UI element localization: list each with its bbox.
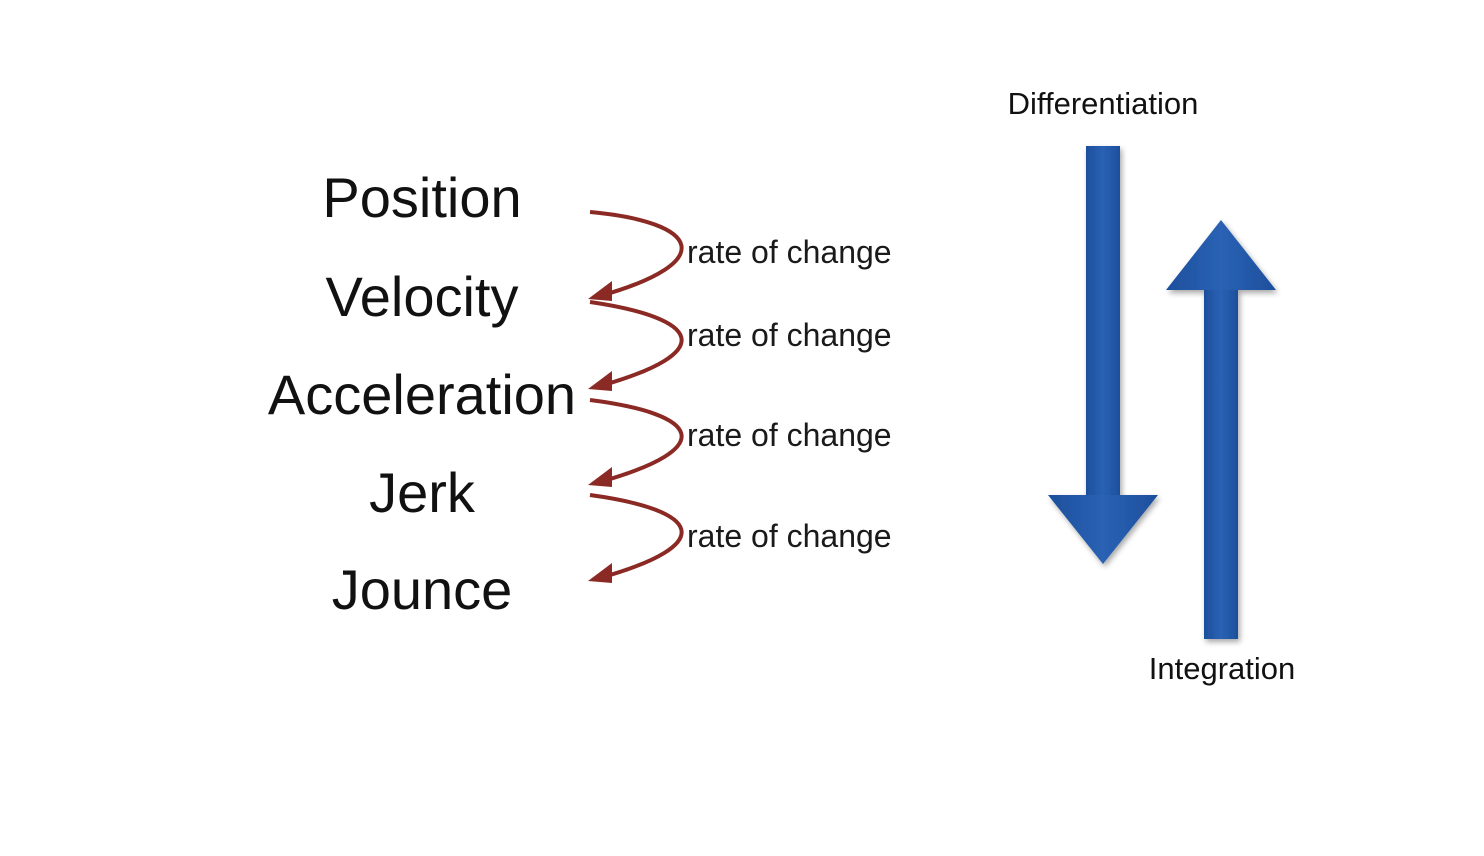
quantity-velocity: Velocity [325,265,519,328]
quantity-position: Position [322,166,522,229]
rate-label-1: rate of change [687,234,892,270]
rate-arrow-position-velocity [588,210,684,301]
rate-label-4: rate of change [687,518,892,554]
rate-label-2: rate of change [687,317,892,353]
differentiation-label: Differentiation [1007,86,1199,121]
rate-label-3: rate of change [687,417,892,453]
quantity-jounce: Jounce [331,558,513,621]
rate-arrow-jerk-jounce [588,493,684,583]
integration-label: Integration [1148,651,1296,686]
rate-arrow-acceleration-jerk [588,398,684,487]
rate-arrow-velocity-acceleration [588,300,684,391]
quantity-acceleration: Acceleration [267,363,577,426]
quantity-jerk: Jerk [369,461,475,524]
differentiation-arrow [1048,146,1158,564]
integration-arrow [1166,220,1276,639]
